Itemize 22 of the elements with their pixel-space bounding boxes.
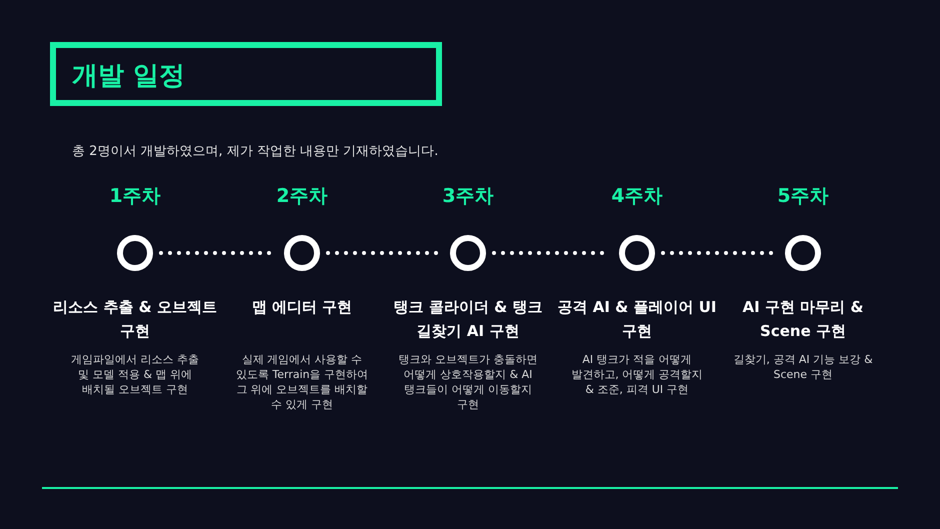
milestone-description: 실제 게임에서 사용할 수 있도록 Terrain을 구현하여 그 위에 오브젝트를 배치할 수 있게 구현 (234, 352, 370, 412)
milestone-description: 길찾기, 공격 AI 기능 보강 & Scene 구현 (733, 352, 873, 382)
milestone-description: AI 탱크가 적을 어떻게 발견하고, 어떻게 공격할지 & 조준, 피격 UI 구현 (570, 352, 704, 397)
milestone-heading: AI 구현 마무리 & Scene 구현 (742, 297, 864, 342)
page-title: 개발 일정 (72, 60, 186, 93)
week-label: 1주차 (108, 184, 162, 209)
week-label: 2주차 (275, 184, 329, 209)
milestone-description: 게임파일에서 리소스 추출 및 모델 적용 & 맵 위에 배치될 오브젝트 구현 (70, 352, 200, 397)
week-label: 5주차 (776, 184, 830, 209)
subtitle-note: 총 2명이서 개발하였으며, 제가 작업한 내용만 기재하였습니다. (72, 143, 438, 160)
timeline-circle (785, 235, 821, 271)
milestone-heading: 공격 AI & 플레이어 UI 구현 (556, 297, 718, 342)
milestone-heading: 맵 에디터 구현 (250, 297, 354, 318)
timeline-circle (117, 235, 153, 271)
week-label: 4주차 (610, 184, 664, 209)
week-label: 3주차 (441, 184, 495, 209)
timeline-circle (619, 235, 655, 271)
timeline-circle (450, 235, 486, 271)
milestone-description: 탱크와 오브젝트가 충돌하면 어떻게 상호작용할지 & AI 탱크들이 어떻게 이동할지 구현 (398, 352, 538, 412)
timeline-circle (284, 235, 320, 271)
milestone-heading: 탱크 콜라이더 & 탱크 길찾기 AI 구현 (392, 297, 544, 342)
milestone-heading: 리소스 추출 & 오브젝트 구현 (52, 297, 218, 342)
